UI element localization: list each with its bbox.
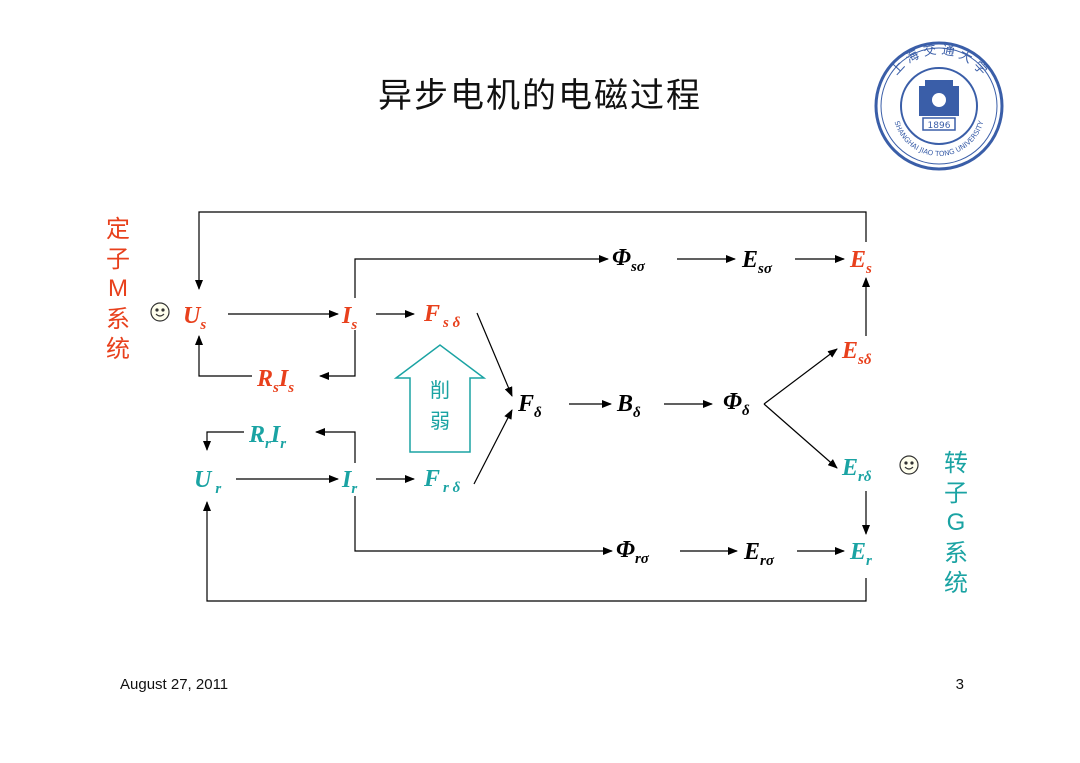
footer-date: August 27, 2011: [120, 676, 229, 693]
logo-year: 1896: [928, 121, 951, 131]
feedback-line-rotor: [203, 501, 867, 602]
node-erd: Erδ: [841, 455, 872, 485]
rotor-label-char: G: [946, 509, 966, 536]
page-number: 3: [955, 676, 964, 693]
smiley-icon: [899, 455, 919, 475]
rotor-label-char: 子: [944, 479, 968, 507]
rotor-label-char: 统: [944, 569, 968, 597]
arrow-is-phiso: [354, 255, 609, 298]
weaken-arrow: [393, 344, 487, 453]
node-eso: Esσ: [741, 247, 773, 277]
feedback-line-stator: [195, 211, 867, 290]
university-logo: 上 海 交 通 大 学 SHANGHAI JIAO TONG UNIVERSIT…: [874, 41, 1004, 171]
node-us: Us: [183, 303, 206, 333]
stator-label-char: 系: [106, 305, 130, 333]
node-ir: Ir: [341, 467, 357, 497]
node-rsis: RsIs: [256, 366, 294, 396]
node-ero: Erσ: [743, 539, 775, 569]
node-esd: Esδ: [841, 338, 872, 368]
stator-label-char: 子: [106, 245, 130, 273]
weaken-label-2: 弱: [430, 409, 450, 433]
arrow-ir-phiro: [354, 496, 613, 555]
rotor-label-char: 转: [944, 449, 968, 477]
stator-label-char: 定: [106, 215, 130, 243]
stator-system-label: 定 子 M 系 统: [101, 214, 135, 364]
node-phid: Φδ: [723, 389, 750, 419]
stator-label-char: 统: [106, 335, 130, 363]
arrow-phid-erd: [763, 403, 838, 469]
rotor-label-char: 系: [944, 539, 968, 567]
arrow-ir-rrir: [315, 428, 356, 463]
smiley-icon: [150, 302, 170, 322]
arrow-rrir-ur: [203, 431, 244, 451]
node-er: Er: [849, 539, 872, 569]
node-phiro: Φrσ: [616, 537, 650, 567]
arrow-frd-fd: [473, 409, 513, 485]
node-fd: Fδ: [517, 391, 542, 421]
rotor-system-label: 转 子 G 系 统: [939, 448, 973, 598]
node-rrir: RrIr: [248, 422, 286, 452]
node-is: Is: [341, 303, 357, 333]
node-bd: Bδ: [616, 391, 641, 421]
node-es: Es: [849, 247, 872, 277]
slide-title: 异步电机的电磁过程: [378, 76, 702, 116]
arrow-rsis-us: [195, 335, 252, 377]
arrow-fsd-fd: [476, 312, 513, 397]
stator-label-char: M: [108, 275, 128, 302]
node-phiso: Φsσ: [612, 245, 646, 275]
weaken-label-1: 削: [430, 378, 450, 402]
arrow-is-rsis: [319, 330, 356, 380]
arrow-phid-esd: [763, 348, 838, 405]
